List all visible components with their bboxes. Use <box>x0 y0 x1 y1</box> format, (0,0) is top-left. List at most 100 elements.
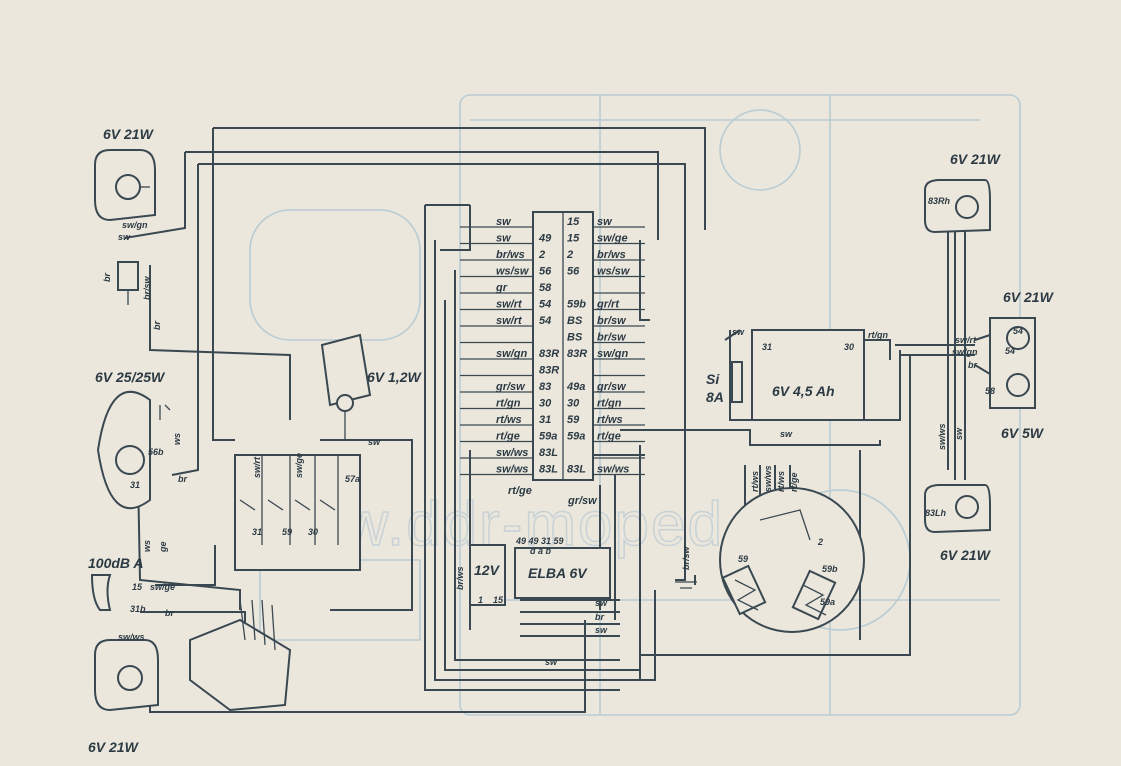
wire-label: sw/ge <box>294 453 304 478</box>
terminal-row-right-term: 30 <box>567 398 580 410</box>
lamp-bottom-left-label: 6V 21W <box>88 739 140 755</box>
wire-label: rt/ws <box>750 471 760 492</box>
terminal-row-left-term: 83 <box>539 381 551 393</box>
terminal-row-left-term: 54 <box>539 315 551 327</box>
terminal-label: 30 <box>308 527 318 537</box>
terminal-row-right-wire: sw/ws <box>597 464 629 476</box>
terminal-row-left-wire: sw/gn <box>496 348 527 360</box>
wire-label: br <box>968 360 977 370</box>
terminal-row-right-term: 49a <box>566 381 585 393</box>
headlight-label: 6V 25/25W <box>95 369 166 385</box>
fuse <box>731 361 743 403</box>
terminal-row-left-wire: sw <box>496 216 512 228</box>
terminal-row-left-term: 83R <box>539 348 559 360</box>
terminal-label: 15 <box>132 582 143 592</box>
terminal-label: 59b <box>822 564 838 574</box>
regulator-label: ELBA 6V <box>528 565 588 581</box>
terminal-row-right-term: 83R <box>567 348 587 360</box>
terminal-label: 31 <box>252 527 262 537</box>
lamp-bottom-right <box>924 484 991 534</box>
wire-label: sw/rt <box>955 335 977 345</box>
terminal-label: 31 <box>130 480 140 490</box>
terminal-row-right-term: 59 <box>567 414 580 426</box>
wire-label: ws <box>142 540 152 552</box>
terminal-label: 59a <box>820 597 835 607</box>
horn-label: 100dB A <box>88 555 144 571</box>
terminal-row-right-wire: gr/sw <box>596 381 627 393</box>
terminal-row-right-wire: br/ws <box>597 249 626 261</box>
wire-label: sw/ws <box>763 465 773 492</box>
terminal-label: 83Lh <box>925 508 947 518</box>
terminal-label: 58 <box>985 386 995 396</box>
headlight <box>96 390 171 510</box>
terminal-row-left-wire: sw/rt <box>496 315 523 327</box>
wire-label: ge <box>158 541 168 553</box>
terminal-row-right-wire: br/sw <box>597 332 627 344</box>
terminal-block-bottom-label: gr/sw <box>567 495 598 507</box>
wire-label: rt/ws <box>776 471 786 492</box>
terminal-row-right-wire: ws/sw <box>597 266 631 278</box>
terminal-label: 83Rh <box>928 196 951 206</box>
lamp-bottom-right-label: 6V 21W <box>940 547 992 563</box>
wire-label: br/ws <box>455 566 465 590</box>
terminal-row-left-wire: br/ws <box>496 249 525 261</box>
terminal-block <box>532 211 594 481</box>
fuse-rating: 8A <box>706 389 724 405</box>
wire-label: sw/ws <box>118 632 145 642</box>
terminal-row-left-wire: sw/ws <box>496 447 528 459</box>
fuse-symbol: Si <box>706 371 720 387</box>
light-switch <box>234 454 361 571</box>
terminal-row-right-term: BS <box>567 332 583 344</box>
terminal-labels: 56b 31 31 30 54 54 58 83Rh 83Lh 15 31b 5… <box>130 196 1023 614</box>
terminal-row-left-wire: sw/ws <box>496 464 528 476</box>
terminal-block-bottom-label: rt/ge <box>508 485 532 497</box>
wire-label: sw <box>954 427 964 440</box>
terminal-label: 49 49 31 59 <box>515 536 564 546</box>
speedo <box>320 333 372 440</box>
terminal-label: 2 <box>817 537 823 547</box>
rear-harness <box>947 210 1006 480</box>
terminal-label: 31 <box>762 342 772 352</box>
terminal-row-right-wire: br/sw <box>597 315 627 327</box>
terminal-row-right-wire: rt/ge <box>597 431 621 443</box>
terminal-row-left-wire: ws/sw <box>496 266 530 278</box>
terminal-row-left-wire: sw/rt <box>496 299 523 311</box>
terminal-row-left-term: 83L <box>539 464 558 476</box>
wire-label: sw <box>780 429 793 439</box>
terminal-label: 1 <box>478 595 483 605</box>
lamp-right-upper-label: 6V 21W <box>1003 289 1055 305</box>
terminal-row-right-wire: rt/ws <box>597 414 623 426</box>
wire-label: sw <box>118 232 131 242</box>
wire-label: sw <box>595 598 608 608</box>
terminal-row-left-wire: rt/gn <box>496 398 521 410</box>
wire-label: sw/gn <box>952 347 978 357</box>
terminal-row-left-term: 54 <box>539 299 551 311</box>
terminal-row-right-term: 15 <box>567 216 580 228</box>
terminal-row-right-term: 15 <box>567 233 580 245</box>
wire-label: sw/rt <box>252 456 262 478</box>
terminal-row-left-term: 56 <box>539 266 552 278</box>
terminal-row-left-term: 58 <box>539 282 552 294</box>
battery-12v-label: 12V <box>474 562 501 578</box>
terminal-row-right-term: 83L <box>567 464 586 476</box>
terminal-label: d a b <box>530 546 552 556</box>
terminal-row-right-wire: sw <box>597 216 613 228</box>
terminal-row-left-term: 49 <box>538 233 552 245</box>
lamp-top-left <box>94 149 156 222</box>
terminal-row-left-wire: sw <box>496 233 512 245</box>
wire-label: sw/ws <box>937 423 947 450</box>
wire-label: ws <box>172 433 182 445</box>
terminal-row-left-term: 59a <box>539 431 557 443</box>
terminal-row-left-term: 31 <box>539 414 551 426</box>
brake-switch <box>117 261 139 305</box>
terminal-row-left-term: 2 <box>538 249 545 261</box>
wire-label: sw <box>545 657 558 667</box>
generator <box>719 487 865 633</box>
terminal-block-bottom-labels: rt/ge gr/sw <box>508 485 598 507</box>
wire-labels: sw/gn sw br br/sw br ws br ws ge sw/ge b… <box>102 220 978 667</box>
terminal-row-right-term: BS <box>567 315 583 327</box>
horn <box>90 574 112 611</box>
wire-label: br <box>595 612 604 622</box>
